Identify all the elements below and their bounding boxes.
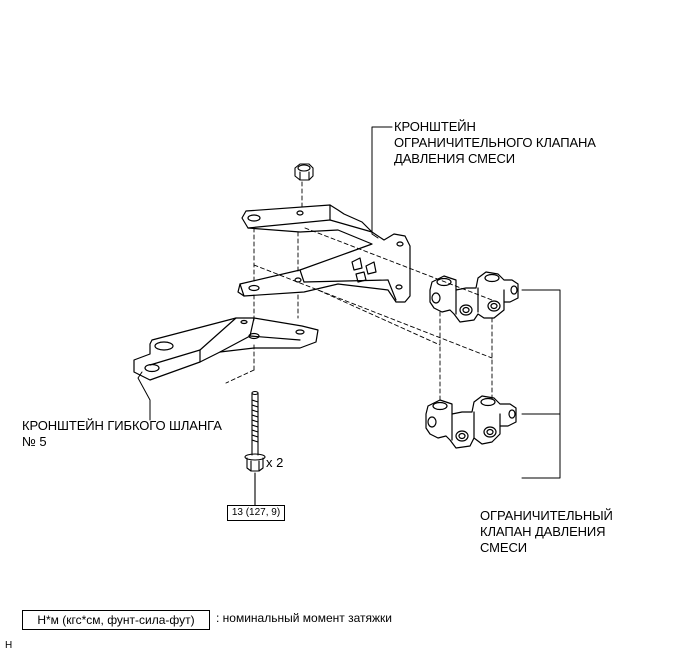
upper-valve-shape — [429, 271, 519, 323]
leader-hose-bracket — [137, 371, 151, 421]
leader-lines — [137, 126, 561, 479]
label-valve-line-3: СМЕСИ — [480, 540, 527, 555]
figure-id: H — [5, 640, 13, 651]
label-valve-bracket: КРОНШТЕЙН ОГРАНИЧИТЕЛЬНОГО КЛАПАНА ДАВЛЕ… — [394, 119, 596, 167]
legend-description: : номинальный момент затяжки — [216, 611, 392, 625]
hose-bracket-shape — [133, 317, 319, 381]
label-valve-bracket-line-2: ОГРАНИЧИТЕЛЬНОГО КЛАПАНА — [394, 135, 596, 150]
label-hose-bracket-line-1: КРОНШТЕЙН ГИБКОГО ШЛАНГА — [22, 418, 222, 433]
torque-spec-box: 13 (127, 9) — [227, 505, 285, 521]
legend-unit-box: Н*м (кгс*см, фунт-сила-фут) — [22, 610, 210, 630]
label-valve-line-2: КЛАПАН ДАВЛЕНИЯ — [480, 524, 606, 539]
label-valve-bracket-line-1: КРОНШТЕЙН — [394, 119, 476, 134]
label-valve-bracket-line-3: ДАВЛЕНИЯ СМЕСИ — [394, 151, 516, 166]
label-hose-bracket-line-2: № 5 — [22, 434, 47, 449]
leader-valve — [521, 289, 561, 479]
label-valve-line-1: ОГРАНИЧИТЕЛЬНЫЙ — [480, 508, 613, 523]
lower-valve-shape — [425, 395, 517, 449]
bolt-quantity: x 2 — [266, 455, 284, 470]
valve-bracket-shape — [237, 204, 411, 303]
label-valve: ОГРАНИЧИТЕЛЬНЫЙ КЛАПАН ДАВЛЕНИЯ СМЕСИ — [480, 508, 613, 556]
flange-bolt — [244, 390, 266, 506]
hex-nut — [294, 163, 314, 181]
alignment-lines — [225, 181, 493, 401]
label-hose-bracket: КРОНШТЕЙН ГИБКОГО ШЛАНГА № 5 — [22, 418, 222, 450]
leader-valve-bracket — [371, 126, 393, 239]
